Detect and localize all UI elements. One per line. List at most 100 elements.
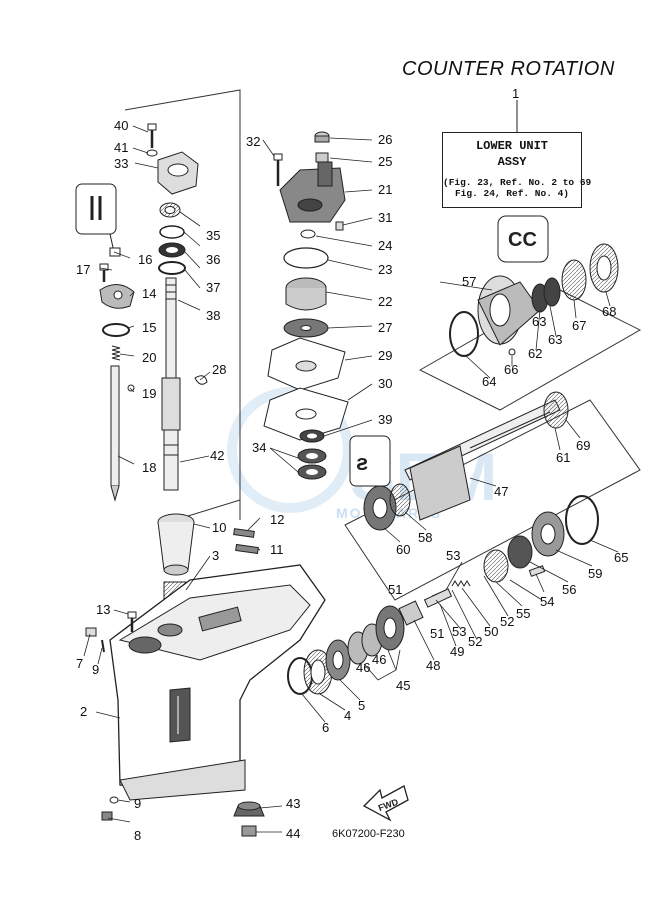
callout-49: 49 bbox=[450, 644, 464, 659]
part-58-bearing bbox=[389, 483, 411, 517]
callout-41: 41 bbox=[114, 140, 128, 155]
callout-54: 54 bbox=[540, 594, 554, 609]
part-5-forward-gear bbox=[325, 639, 351, 681]
callout-46-b: 46 bbox=[372, 652, 386, 667]
part-34-oil-seal bbox=[297, 448, 327, 480]
part-57-bearing-housing bbox=[477, 275, 541, 346]
part-32-bolt bbox=[273, 153, 283, 186]
callout-60: 60 bbox=[396, 542, 410, 557]
part-14-retainer bbox=[99, 284, 135, 309]
diagram-title: COUNTER ROTATION bbox=[402, 58, 615, 80]
part-10-sleeve bbox=[157, 513, 195, 576]
callout-2: 2 bbox=[80, 704, 87, 719]
callout-52: 52 bbox=[500, 614, 514, 629]
part-21-pump-housing bbox=[279, 161, 346, 223]
callout-7: 7 bbox=[76, 656, 83, 671]
part-45-reverse-gear bbox=[375, 605, 405, 651]
callout-8: 8 bbox=[134, 828, 141, 843]
assembly-line-2: ASSY bbox=[497, 155, 527, 169]
callout-18: 18 bbox=[142, 460, 156, 475]
callout-51: 51 bbox=[388, 582, 402, 597]
callout-16: 16 bbox=[138, 252, 152, 267]
part-31-dowel-pin bbox=[335, 221, 344, 231]
part-54-pin bbox=[528, 565, 546, 577]
callout-66: 66 bbox=[504, 362, 518, 377]
callout-59: 59 bbox=[588, 566, 602, 581]
callout-68: 68 bbox=[602, 304, 616, 319]
callout-36: 36 bbox=[206, 252, 220, 267]
part-9-pin-upper bbox=[101, 639, 105, 653]
part-52-spring bbox=[451, 580, 471, 587]
callout-40: 40 bbox=[114, 118, 128, 133]
callout-42: 42 bbox=[210, 448, 224, 463]
part-11-key bbox=[235, 543, 259, 555]
callout-11: 11 bbox=[270, 542, 284, 557]
callout-13: 13 bbox=[96, 602, 110, 617]
callout-48: 48 bbox=[426, 658, 440, 673]
callout-55: 55 bbox=[516, 606, 530, 621]
part-68-bearing bbox=[589, 243, 619, 293]
callout-63: 63 bbox=[548, 332, 562, 347]
part-64-o-ring bbox=[449, 311, 479, 357]
part-62-63-seals bbox=[531, 277, 561, 313]
part-37-seal bbox=[158, 242, 186, 258]
callout-15: 15 bbox=[142, 320, 156, 335]
part-28-woodruff-key bbox=[194, 375, 208, 385]
assembly-reference-box: LOWER UNIT ASSY (Fig. 23, Ref. No. 2 to … bbox=[442, 132, 592, 208]
part-47-propeller-shaft bbox=[404, 399, 561, 521]
callout-28: 28 bbox=[212, 362, 226, 377]
part-30-gasket bbox=[263, 387, 349, 441]
callout-20: 20 bbox=[142, 350, 156, 365]
callout-numbers: 1 2 3 4 5 6 7 8 9 9 10 11 12 13 14 15 16… bbox=[76, 86, 628, 843]
part-16-detail-inset bbox=[75, 183, 117, 253]
callout-3: 3 bbox=[212, 548, 219, 563]
part-42-drive-shaft bbox=[161, 277, 181, 491]
part-19-circlip bbox=[127, 384, 135, 392]
callout-50: 50 bbox=[484, 624, 498, 639]
callout-30: 30 bbox=[378, 376, 392, 391]
callout-34: 34 bbox=[252, 440, 266, 455]
callout-5: 5 bbox=[358, 698, 365, 713]
part-65-shim bbox=[565, 495, 599, 545]
drawing-code: 6K07200-F230 bbox=[332, 828, 405, 840]
callout-61: 61 bbox=[556, 450, 570, 465]
part-41-washer bbox=[146, 149, 158, 157]
part-59-gear bbox=[531, 511, 565, 557]
callout-1: 1 bbox=[512, 86, 519, 101]
part-27-impeller bbox=[283, 318, 329, 338]
part-8-drain-screw bbox=[101, 811, 113, 821]
callout-4: 4 bbox=[344, 708, 351, 723]
callout-27: 27 bbox=[378, 320, 392, 335]
svg-text:CC: CC bbox=[508, 229, 537, 251]
part-9-gasket-lower bbox=[109, 796, 119, 804]
part-22-insert-cartridge bbox=[285, 277, 327, 311]
callout-12: 12 bbox=[270, 512, 284, 527]
part-12-key bbox=[233, 528, 255, 538]
part-67-bearing bbox=[561, 259, 587, 301]
part-25-grommet bbox=[315, 152, 329, 163]
part-40-bolt bbox=[147, 123, 157, 148]
callout-52-b: 52 bbox=[468, 634, 482, 649]
part-26-grommet bbox=[314, 131, 330, 143]
callout-45: 45 bbox=[396, 678, 410, 693]
callout-22: 22 bbox=[378, 294, 392, 309]
part-35-bearing bbox=[159, 202, 181, 218]
callout-26: 26 bbox=[378, 132, 392, 147]
callout-31: 31 bbox=[378, 210, 392, 225]
assembly-line-3: (Fig. 23, Ref. No. 2 to 69 bbox=[443, 177, 592, 188]
callout-29: 29 bbox=[378, 348, 392, 363]
part-7-plug bbox=[85, 627, 97, 637]
callout-19: 19 bbox=[142, 386, 156, 401]
callout-32: 32 bbox=[246, 134, 260, 149]
callout-38: 38 bbox=[206, 308, 220, 323]
part-18-shift-rod bbox=[110, 365, 120, 502]
callout-24: 24 bbox=[378, 238, 392, 253]
callout-37: 37 bbox=[206, 280, 220, 295]
assembly-line-4: Fig. 24, Ref. No. 4) bbox=[454, 188, 570, 199]
callout-10: 10 bbox=[212, 520, 226, 535]
callout-67: 67 bbox=[572, 318, 586, 333]
callout-14: 14 bbox=[142, 286, 156, 301]
part-20-spring bbox=[111, 345, 121, 361]
callout-leader-lines bbox=[83, 125, 619, 833]
